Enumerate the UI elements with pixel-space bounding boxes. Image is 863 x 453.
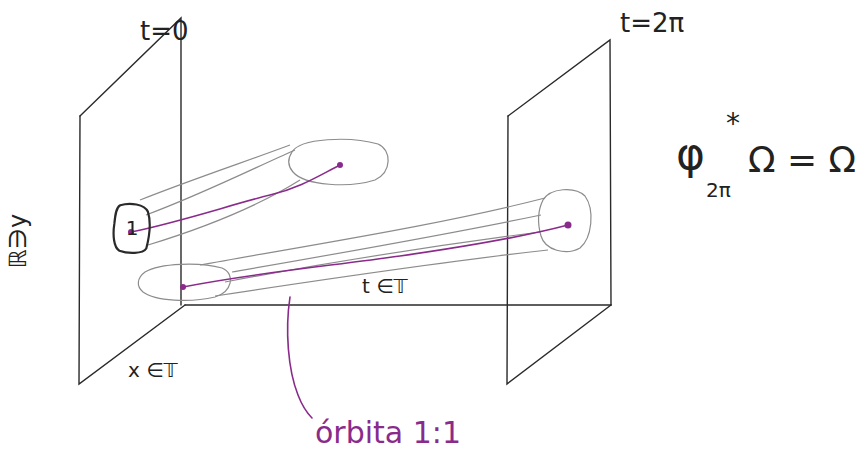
axis-label: Ω = Ω bbox=[748, 142, 856, 178]
region-number: 1 bbox=[126, 218, 139, 238]
callout-note: órbita 1:1 bbox=[315, 418, 461, 448]
tube-line bbox=[232, 215, 541, 272]
region-blob: 1 bbox=[111, 201, 153, 255]
axis-label: φ bbox=[676, 132, 705, 176]
orbit-point bbox=[565, 222, 572, 229]
tube-line bbox=[200, 198, 545, 265]
plane-edge bbox=[79, 116, 185, 384]
orbit-points bbox=[128, 162, 572, 290]
return-region bbox=[539, 190, 591, 252]
time-axis bbox=[185, 304, 611, 305]
orbit-point bbox=[337, 162, 343, 168]
plane-edge bbox=[507, 116, 611, 384]
tube-line bbox=[140, 145, 290, 200]
axis-label: ℝ∋y bbox=[6, 214, 30, 268]
blob-path bbox=[114, 204, 150, 253]
flow-tubes bbox=[138, 139, 591, 300]
axis-label: t=0 bbox=[140, 18, 189, 44]
orbit-point bbox=[180, 284, 186, 290]
axis-label: t ∈𝕋 bbox=[362, 276, 408, 296]
plane-edge bbox=[508, 40, 611, 305]
axis-label: x ∈𝕋 bbox=[128, 360, 178, 380]
axis-label: 2π bbox=[706, 180, 731, 200]
image-region bbox=[289, 139, 388, 184]
orbit-line bbox=[131, 165, 340, 232]
leader-line bbox=[288, 297, 312, 418]
initial-region bbox=[138, 264, 230, 300]
axis-label: t=2π bbox=[620, 10, 684, 36]
section-planes bbox=[79, 18, 611, 384]
orbits bbox=[131, 165, 568, 418]
plane-edge bbox=[80, 18, 181, 305]
tube-line bbox=[148, 180, 300, 245]
axis-label: * bbox=[726, 110, 740, 138]
tube-line bbox=[146, 150, 295, 215]
